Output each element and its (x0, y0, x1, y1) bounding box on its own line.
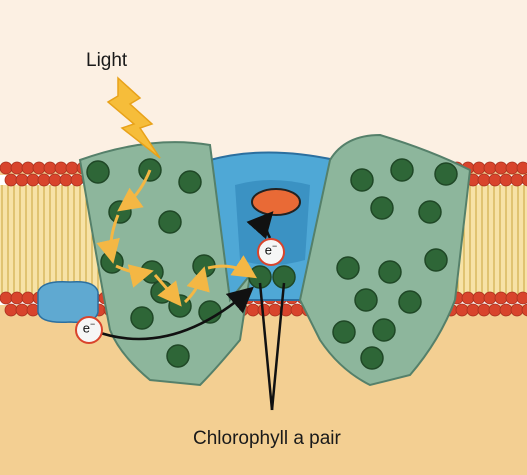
lipid-head (16, 174, 28, 186)
lipid-head (55, 162, 67, 174)
chlorophyll-dot (333, 321, 355, 343)
chlorophyll-dot (391, 159, 413, 181)
lipid-head (5, 304, 17, 316)
lipid-head (484, 292, 496, 304)
lipid-head (0, 292, 12, 304)
chlorophyll-dot (399, 291, 421, 313)
chlorophyll-dot (373, 319, 395, 341)
chlorophyll-dot (361, 347, 383, 369)
lipid-head (495, 292, 507, 304)
lipid-head (484, 162, 496, 174)
lipid-head (517, 292, 527, 304)
lipid-head (71, 174, 83, 186)
lipid-head (22, 162, 34, 174)
electron-label-1: e− (77, 319, 101, 335)
chlorophyll-dot (337, 257, 359, 279)
lipid-head (27, 304, 39, 316)
chlorophyll-dot (131, 307, 153, 329)
lipid-head (5, 174, 17, 186)
lipid-head (44, 162, 56, 174)
lipid-head (495, 162, 507, 174)
lipid-head (467, 304, 479, 316)
light-label: Light (86, 50, 127, 72)
lipid-head (489, 304, 501, 316)
lipid-head (478, 174, 490, 186)
stroma-region (0, 0, 527, 165)
lipid-head (33, 162, 45, 174)
lipid-head (473, 162, 485, 174)
chlorophyll-pair-label: Chlorophyll a pair (193, 428, 341, 450)
lipid-head (291, 304, 303, 316)
lipid-head (60, 174, 72, 186)
primary-electron-acceptor (252, 189, 300, 215)
chlorophyll-dot (351, 169, 373, 191)
lipid-head (473, 292, 485, 304)
lipid-head (11, 292, 23, 304)
lipid-head (478, 304, 490, 316)
chlorophyll-dot (87, 161, 109, 183)
electron-label-2: e− (259, 241, 283, 257)
lipid-head (247, 304, 259, 316)
lipid-head (500, 304, 512, 316)
lipid-head (16, 304, 28, 316)
chlorophyll-dot (355, 289, 377, 311)
lipid-head (489, 174, 501, 186)
lipid-head (27, 174, 39, 186)
lipid-head (456, 304, 468, 316)
lipid-head (462, 292, 474, 304)
lipid-head (500, 174, 512, 186)
chlorophyll-dot (371, 197, 393, 219)
lipid-head (38, 174, 50, 186)
chlorophyll-dot (159, 211, 181, 233)
chlorophyll-dot (379, 261, 401, 283)
lipid-head (0, 162, 12, 174)
lipid-head (269, 304, 281, 316)
lipid-head (11, 162, 23, 174)
chlorophyll-dot (425, 249, 447, 271)
lipid-head (506, 292, 518, 304)
lipid-head (517, 162, 527, 174)
lipid-head (511, 304, 523, 316)
lipid-head (49, 174, 61, 186)
chlorophyll-dot (435, 163, 457, 185)
lipid-head (22, 292, 34, 304)
lipid-head (66, 162, 78, 174)
lipid-head (511, 174, 523, 186)
chlorophyll-dot (419, 201, 441, 223)
lipid-head (506, 162, 518, 174)
chlorophyll-dot (167, 345, 189, 367)
chlorophyll-dot (179, 171, 201, 193)
